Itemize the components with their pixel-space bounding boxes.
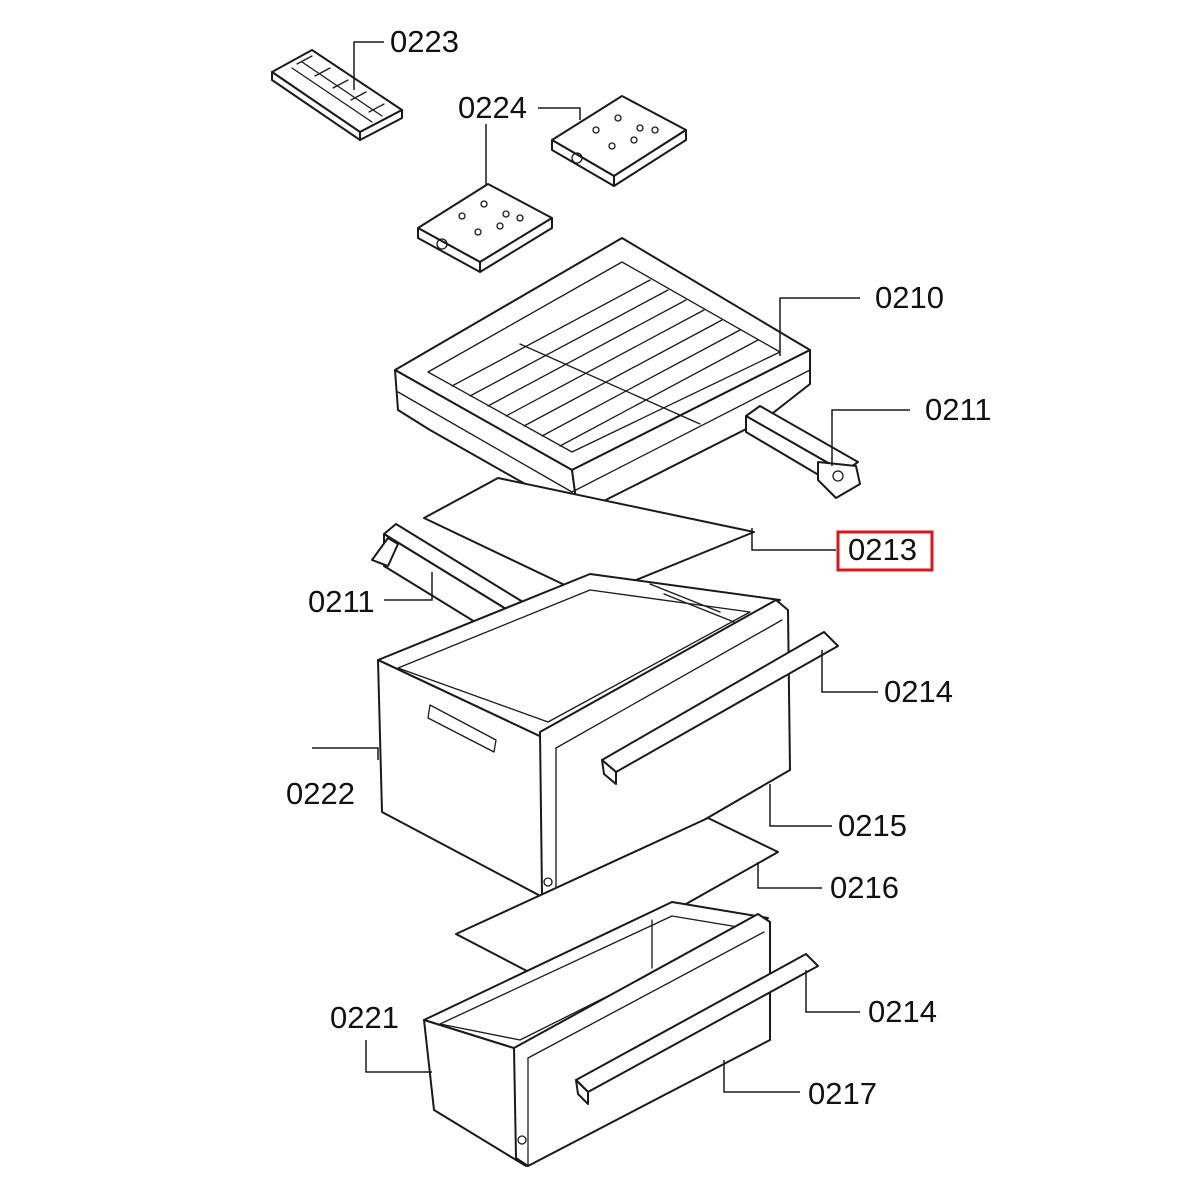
lower-drawer-0221[interactable] xyxy=(423,901,769,1167)
glass-shelf-0216[interactable] xyxy=(455,817,779,983)
label-0224[interactable]: 0224 xyxy=(458,90,527,125)
label-0223[interactable]: 0223 xyxy=(390,24,459,59)
label-0214-lower[interactable]: 0214 xyxy=(868,994,937,1029)
cold-pack-0224-right[interactable] xyxy=(551,95,687,187)
label-0211-right[interactable]: 0211 xyxy=(925,392,992,427)
label-0213[interactable]: 0213 xyxy=(848,532,917,567)
highlight-box xyxy=(836,530,934,572)
label-0217[interactable]: 0217 xyxy=(808,1076,877,1111)
label-0211-left[interactable]: 0211 xyxy=(308,584,375,619)
label-0215[interactable]: 0215 xyxy=(838,808,907,843)
ice-cube-tray-0223[interactable] xyxy=(271,49,403,141)
leader-lines xyxy=(312,41,910,1093)
runner-rail-0211-right[interactable] xyxy=(745,405,861,499)
label-0216[interactable]: 0216 xyxy=(830,870,899,905)
label-0221[interactable]: 0221 xyxy=(330,1000,399,1035)
label-0214-upper[interactable]: 0214 xyxy=(884,674,953,709)
freezer-tray-0210[interactable] xyxy=(394,237,811,515)
handle-bar-0214-lower[interactable] xyxy=(575,953,819,1105)
drawer-front-0217[interactable] xyxy=(513,913,771,1167)
label-0222[interactable]: 0222 xyxy=(286,776,355,811)
handle-bar-0214-upper[interactable] xyxy=(601,631,839,785)
cold-pack-0224-left[interactable] xyxy=(417,183,553,273)
label-0210[interactable]: 0210 xyxy=(875,280,944,315)
